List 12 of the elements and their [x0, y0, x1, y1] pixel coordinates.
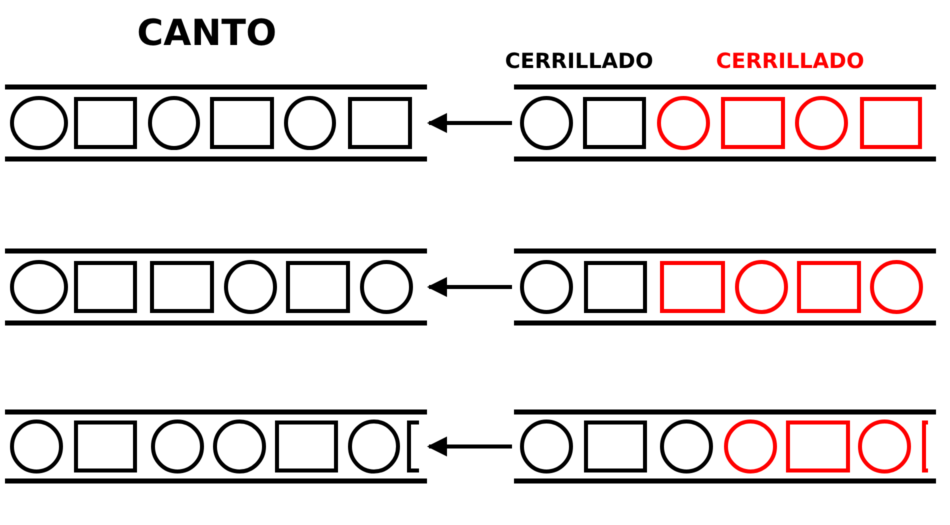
arrow: [427, 436, 512, 456]
heading-label: CERRILLADO: [505, 51, 654, 72]
coin-edge-strip: [514, 248, 936, 326]
arrow: [427, 113, 512, 133]
coin-edge-strip: [514, 84, 936, 162]
arrow: [427, 277, 512, 297]
coin-edge-strip: [5, 248, 427, 326]
heading-label: CANTO: [137, 16, 277, 52]
coin-edge-strip: [5, 84, 427, 162]
coin-edge-strip: [5, 409, 427, 484]
coin-edge-strip: [514, 409, 936, 484]
heading-label: CERRILLADO: [716, 51, 864, 72]
